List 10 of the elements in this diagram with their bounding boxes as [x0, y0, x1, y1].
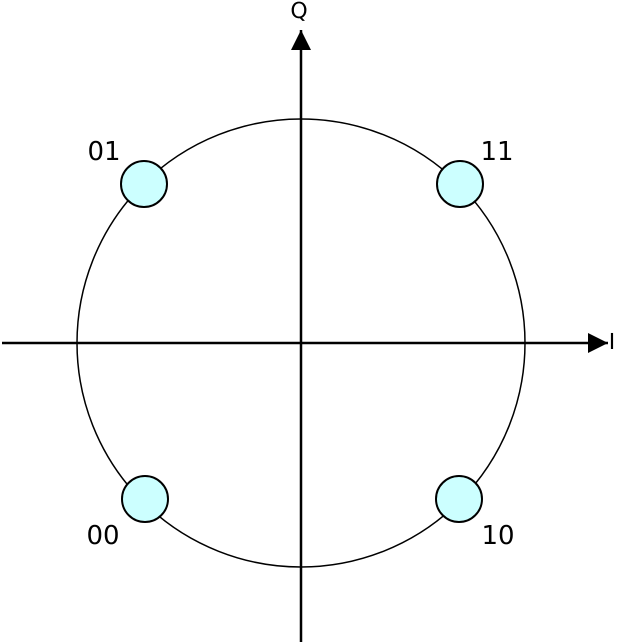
constellation-point — [435, 475, 483, 523]
bit-label: 01 — [87, 139, 121, 165]
constellation-point — [120, 160, 168, 208]
bit-label: 00 — [86, 523, 120, 549]
axis-label: I — [608, 332, 616, 354]
bit-label: 10 — [481, 523, 515, 549]
axis-label: Q — [290, 1, 308, 23]
constellation-point — [121, 475, 169, 523]
constellation-point — [436, 160, 484, 208]
bit-label: 11 — [480, 139, 514, 165]
